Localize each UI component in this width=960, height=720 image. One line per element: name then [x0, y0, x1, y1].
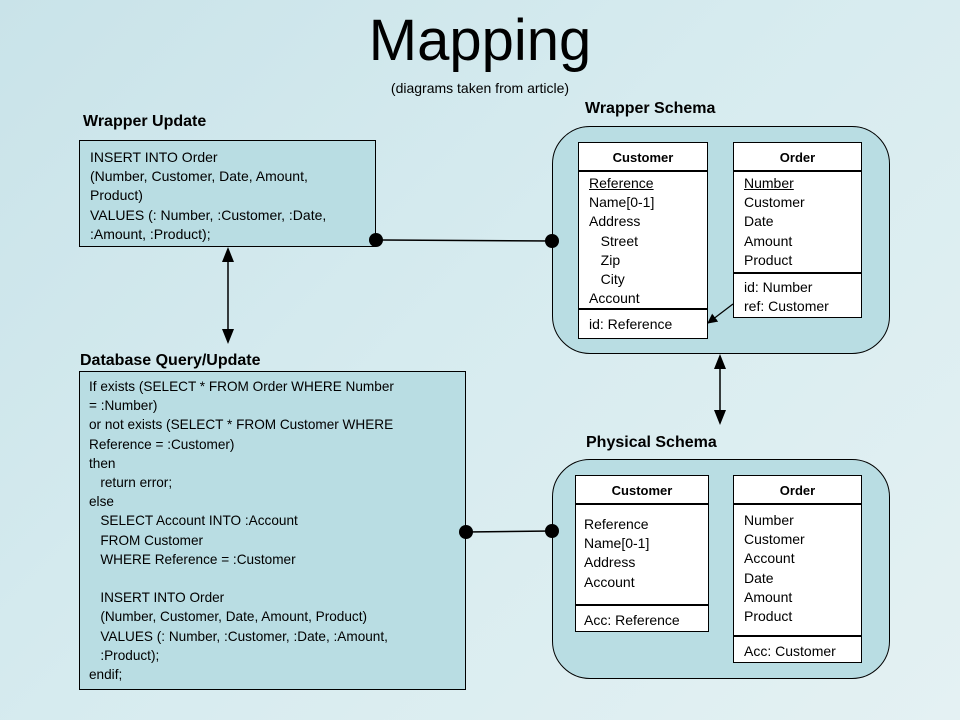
entity-attribute: Address: [584, 554, 636, 571]
database-query-line: WHERE Reference = :Customer: [89, 551, 296, 567]
entity-attribute: Reference: [584, 516, 649, 532]
entity-name: Customer: [576, 476, 708, 505]
entity-name: Order: [734, 143, 861, 172]
database-query-line: Reference = :Customer): [89, 436, 235, 452]
database-query-line: endif;: [89, 667, 123, 683]
entity-attribute: Customer: [744, 194, 805, 211]
entity-constraints: id: Reference: [579, 308, 707, 339]
arrowhead-up: [714, 354, 726, 369]
wrapper-update-line: (Number, Customer, Date, Amount,: [90, 168, 308, 185]
entity-attribute: Date: [744, 569, 774, 586]
database-query-line: SELECT Account INTO :Account: [89, 513, 298, 529]
arrowhead-up: [222, 247, 234, 262]
entity-attribute: Number: [744, 512, 794, 528]
entity-constraints: id: Number ref: Customer: [734, 272, 861, 320]
entity-name: Order: [734, 476, 861, 505]
database-query-line: or not exists (SELECT * FROM Customer WH…: [89, 417, 394, 433]
entity-attribute: Product: [744, 608, 793, 625]
entity-attribute: City: [589, 271, 625, 288]
entity-attribute: Street: [589, 232, 639, 249]
entity-attribute: Account: [584, 573, 635, 590]
wrapper-schema-heading: Wrapper Schema: [585, 100, 716, 117]
entity-name: Customer: [579, 143, 707, 172]
query-to-physical-line: [465, 530, 553, 533]
database-query-line: VALUES (: Number, :Customer, :Date, :Amo…: [89, 628, 388, 644]
wrapper-update-line: Product): [90, 187, 143, 204]
entity-attribute: Reference: [589, 175, 654, 191]
entity-attribute: Number: [744, 175, 794, 191]
connector-dot: [459, 525, 473, 539]
update-to-schema-line: [375, 239, 553, 242]
connector-dot: [369, 233, 383, 247]
database-query-line: If exists (SELECT * FROM Order WHERE Num…: [89, 379, 394, 394]
wrapper-order-entity: Order Number Customer Date Amount Produc…: [733, 142, 862, 318]
entity-attribute: Amount: [744, 588, 793, 605]
database-query-box: If exists (SELECT * FROM Order WHERE Num…: [79, 371, 466, 690]
arrowhead-down: [222, 329, 234, 344]
entity-constraint: Acc: Reference: [584, 612, 680, 628]
database-query-line: :Product);: [89, 647, 160, 663]
wrapper-update-line: INSERT INTO Order: [90, 149, 218, 165]
entity-constraint: id: Reference: [589, 316, 673, 332]
entity-constraint: Acc: Customer: [744, 643, 836, 659]
entity-attributes: Number Customer Account Date Amount Prod…: [734, 505, 861, 635]
physical-customer-entity: Customer Reference Name[0-1] Address Acc…: [575, 475, 709, 632]
entity-attribute: Account: [744, 550, 795, 567]
entity-constraints: Acc: Reference: [576, 604, 708, 635]
connector-dot: [545, 234, 559, 248]
database-query-line: INSERT INTO Order: [89, 590, 225, 606]
wrapper-customer-entity: Customer Reference Name[0-1] Address Str…: [578, 142, 708, 339]
entity-attribute: Customer: [744, 531, 805, 548]
page-title: Mapping: [368, 8, 592, 73]
physical-schema-heading: Physical Schema: [586, 434, 717, 451]
wrapper-update-line: VALUES (: Number, :Customer, :Date,: [90, 206, 327, 223]
entity-attributes: Reference Name[0-1] Address Account: [576, 505, 708, 604]
database-query-line: then: [89, 455, 116, 471]
entity-attribute: Product: [744, 251, 793, 268]
entity-attribute: Address: [589, 213, 641, 230]
page-subtitle: (diagrams taken from article): [390, 80, 570, 96]
database-query-line: else: [89, 494, 114, 510]
wrapper-update-heading: Wrapper Update: [83, 113, 207, 130]
entity-attribute: Date: [744, 213, 774, 230]
database-query-line: FROM Customer: [89, 532, 204, 548]
database-query-line: return error;: [89, 475, 173, 491]
entity-attributes: Reference Name[0-1] Address Street Zip C…: [579, 172, 707, 308]
arrowhead-down: [714, 410, 726, 425]
entity-attribute: Amount: [744, 232, 793, 249]
database-query-line: = :Number): [89, 398, 158, 414]
physical-order-entity: Order Number Customer Account Date Amoun…: [733, 475, 862, 663]
database-query-line: (Number, Customer, Date, Amount, Product…: [89, 609, 368, 625]
entity-attribute: Account: [589, 290, 640, 307]
entity-constraints: Acc: Customer: [734, 635, 861, 666]
entity-attribute: Name[0-1]: [589, 194, 655, 211]
connector-dot: [545, 524, 559, 538]
wrapper-update-box: INSERT INTO Order (Number, Customer, Dat…: [79, 140, 376, 247]
reference-arrow: [707, 303, 734, 324]
database-query-heading: Database Query/Update: [80, 352, 261, 369]
entity-constraint: id: Number: [744, 279, 813, 295]
wrapper-update-line: :Amount, :Product);: [90, 225, 211, 242]
entity-constraint: ref: Customer: [744, 298, 829, 315]
entity-attributes: Number Customer Date Amount Product: [734, 172, 861, 272]
entity-attribute: Name[0-1]: [584, 535, 650, 552]
entity-attribute: Zip: [589, 251, 621, 268]
